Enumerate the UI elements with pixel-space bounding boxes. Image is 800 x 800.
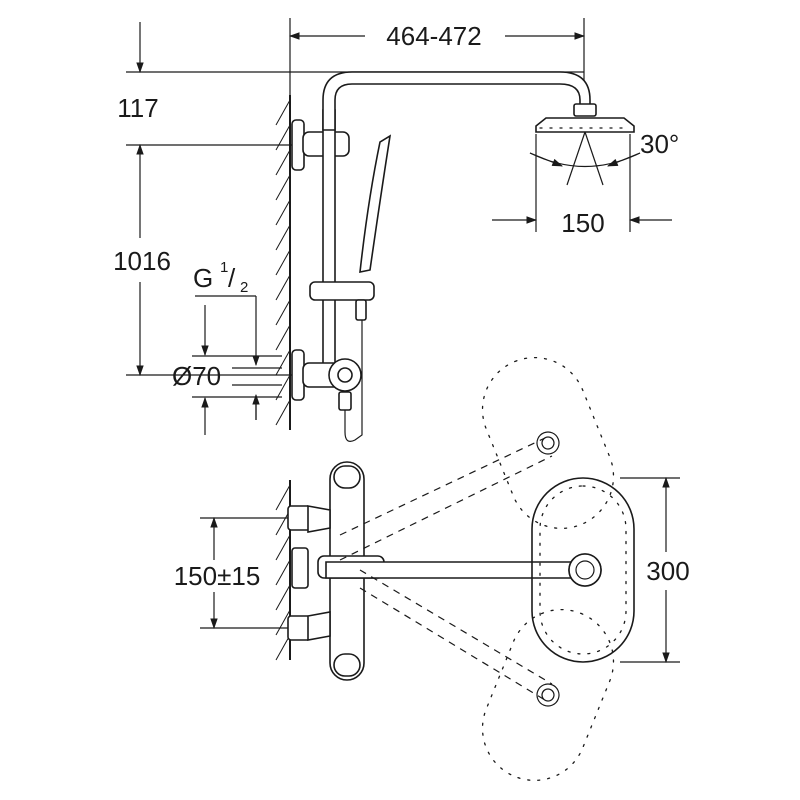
arm-end-cap-front (568, 553, 602, 587)
inlet-spacing-label: 150±15 (174, 561, 261, 591)
hand-shower (359, 134, 392, 273)
holder-knob (355, 299, 367, 321)
horizontal-arm (325, 561, 585, 579)
shower-head-top-view (531, 477, 635, 663)
shower-head (535, 117, 635, 133)
diverter-knob-inner (337, 367, 353, 383)
side-view: 464-472 117 1016 G 1 / 2 (113, 18, 679, 442)
thread-slash: / (228, 263, 236, 293)
hose (344, 320, 363, 442)
tilt-angle-label: 30° (640, 129, 679, 159)
dimension-pipe-diameter (192, 305, 282, 435)
swung-head-lower (481, 608, 615, 782)
upper-inlet-elbow (307, 505, 331, 533)
thread-main-label: G (193, 263, 213, 293)
thermostat-bottom-cap (333, 653, 361, 677)
wall-hatching-top (275, 95, 291, 430)
dimension-wall-plate-height (620, 476, 680, 664)
swung-head-upper (481, 356, 615, 530)
swing-path-upper-b (339, 455, 553, 561)
dimension-head-diameter (492, 134, 672, 232)
thread-label: G 1 / 2 (193, 259, 260, 420)
dimension-tilt-angle (529, 131, 641, 186)
thread-num-label: 1 (220, 259, 228, 276)
riser-pipe (322, 109, 336, 376)
arm-length-label: 464-472 (386, 21, 481, 51)
head-diameter-label: 150 (561, 208, 604, 238)
dimension-rail-height (126, 143, 300, 377)
swing-path-upper-a (339, 437, 546, 536)
thread-den-label: 2 (240, 279, 248, 296)
top-view: 150±15 (174, 356, 690, 782)
pipe-diameter-label: Ø70 (172, 361, 221, 391)
arm-height-label: 117 (117, 93, 158, 123)
rail-height-label: 1016 (113, 246, 171, 276)
head-connector (573, 103, 597, 117)
swing-path-lower-b (359, 569, 553, 685)
swing-path-lower-a (359, 587, 546, 701)
dimension-inlet-spacing (200, 516, 292, 630)
hand-shower-holder (309, 281, 375, 301)
upper-inlet (287, 505, 311, 531)
hose-connector (338, 391, 352, 411)
center-fitting (291, 547, 309, 589)
lower-inlet-elbow (307, 611, 331, 641)
lower-inlet (287, 615, 311, 641)
thermostat-top-cap (333, 465, 361, 489)
wall-plate-height-label: 300 (646, 556, 689, 586)
